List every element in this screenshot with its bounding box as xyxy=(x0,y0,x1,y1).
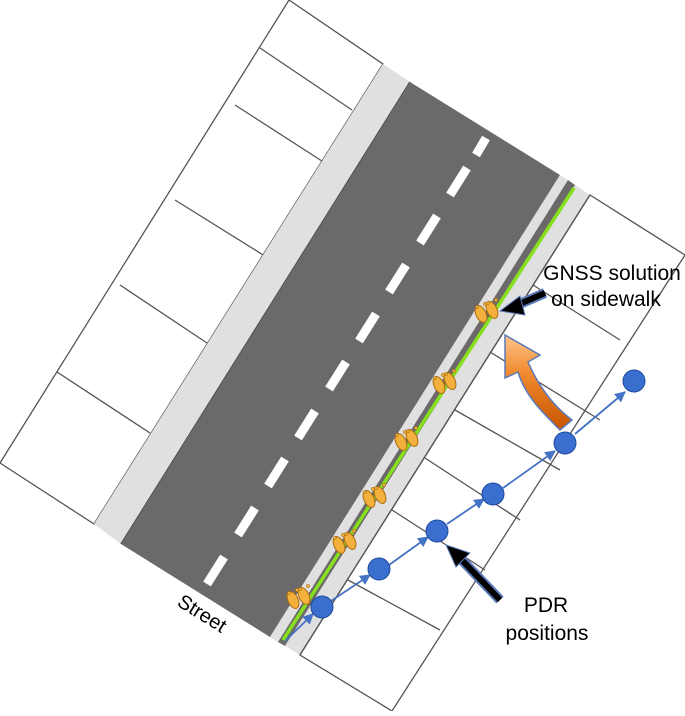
curved-arrow-icon xyxy=(504,333,574,432)
gnss-label-line2: on sidewalk xyxy=(551,288,661,311)
gnss-label-line1: GNSS solution xyxy=(543,262,681,285)
pdr-label-line2: positions xyxy=(506,622,589,645)
gnss-callout-arrow xyxy=(498,288,547,316)
road xyxy=(121,82,560,637)
pdr-point xyxy=(425,519,449,543)
east-curb xyxy=(270,175,568,642)
arrow-icon xyxy=(498,295,526,316)
pdr-label-line1: PDR xyxy=(524,594,568,617)
west-buildings xyxy=(0,0,384,525)
pdr-point xyxy=(310,595,334,619)
west-sidewalk xyxy=(94,64,410,544)
arrow-icon xyxy=(445,544,471,568)
pdr-point xyxy=(622,369,646,393)
pdr-point xyxy=(481,482,505,506)
pdr-points xyxy=(310,369,646,619)
gnss-track-line xyxy=(281,187,576,641)
pdr-point xyxy=(553,431,577,455)
pdr-path xyxy=(284,391,626,642)
pdr-callout-arrow xyxy=(445,544,504,604)
lane-markings xyxy=(203,135,490,587)
pdr-point xyxy=(367,557,391,581)
